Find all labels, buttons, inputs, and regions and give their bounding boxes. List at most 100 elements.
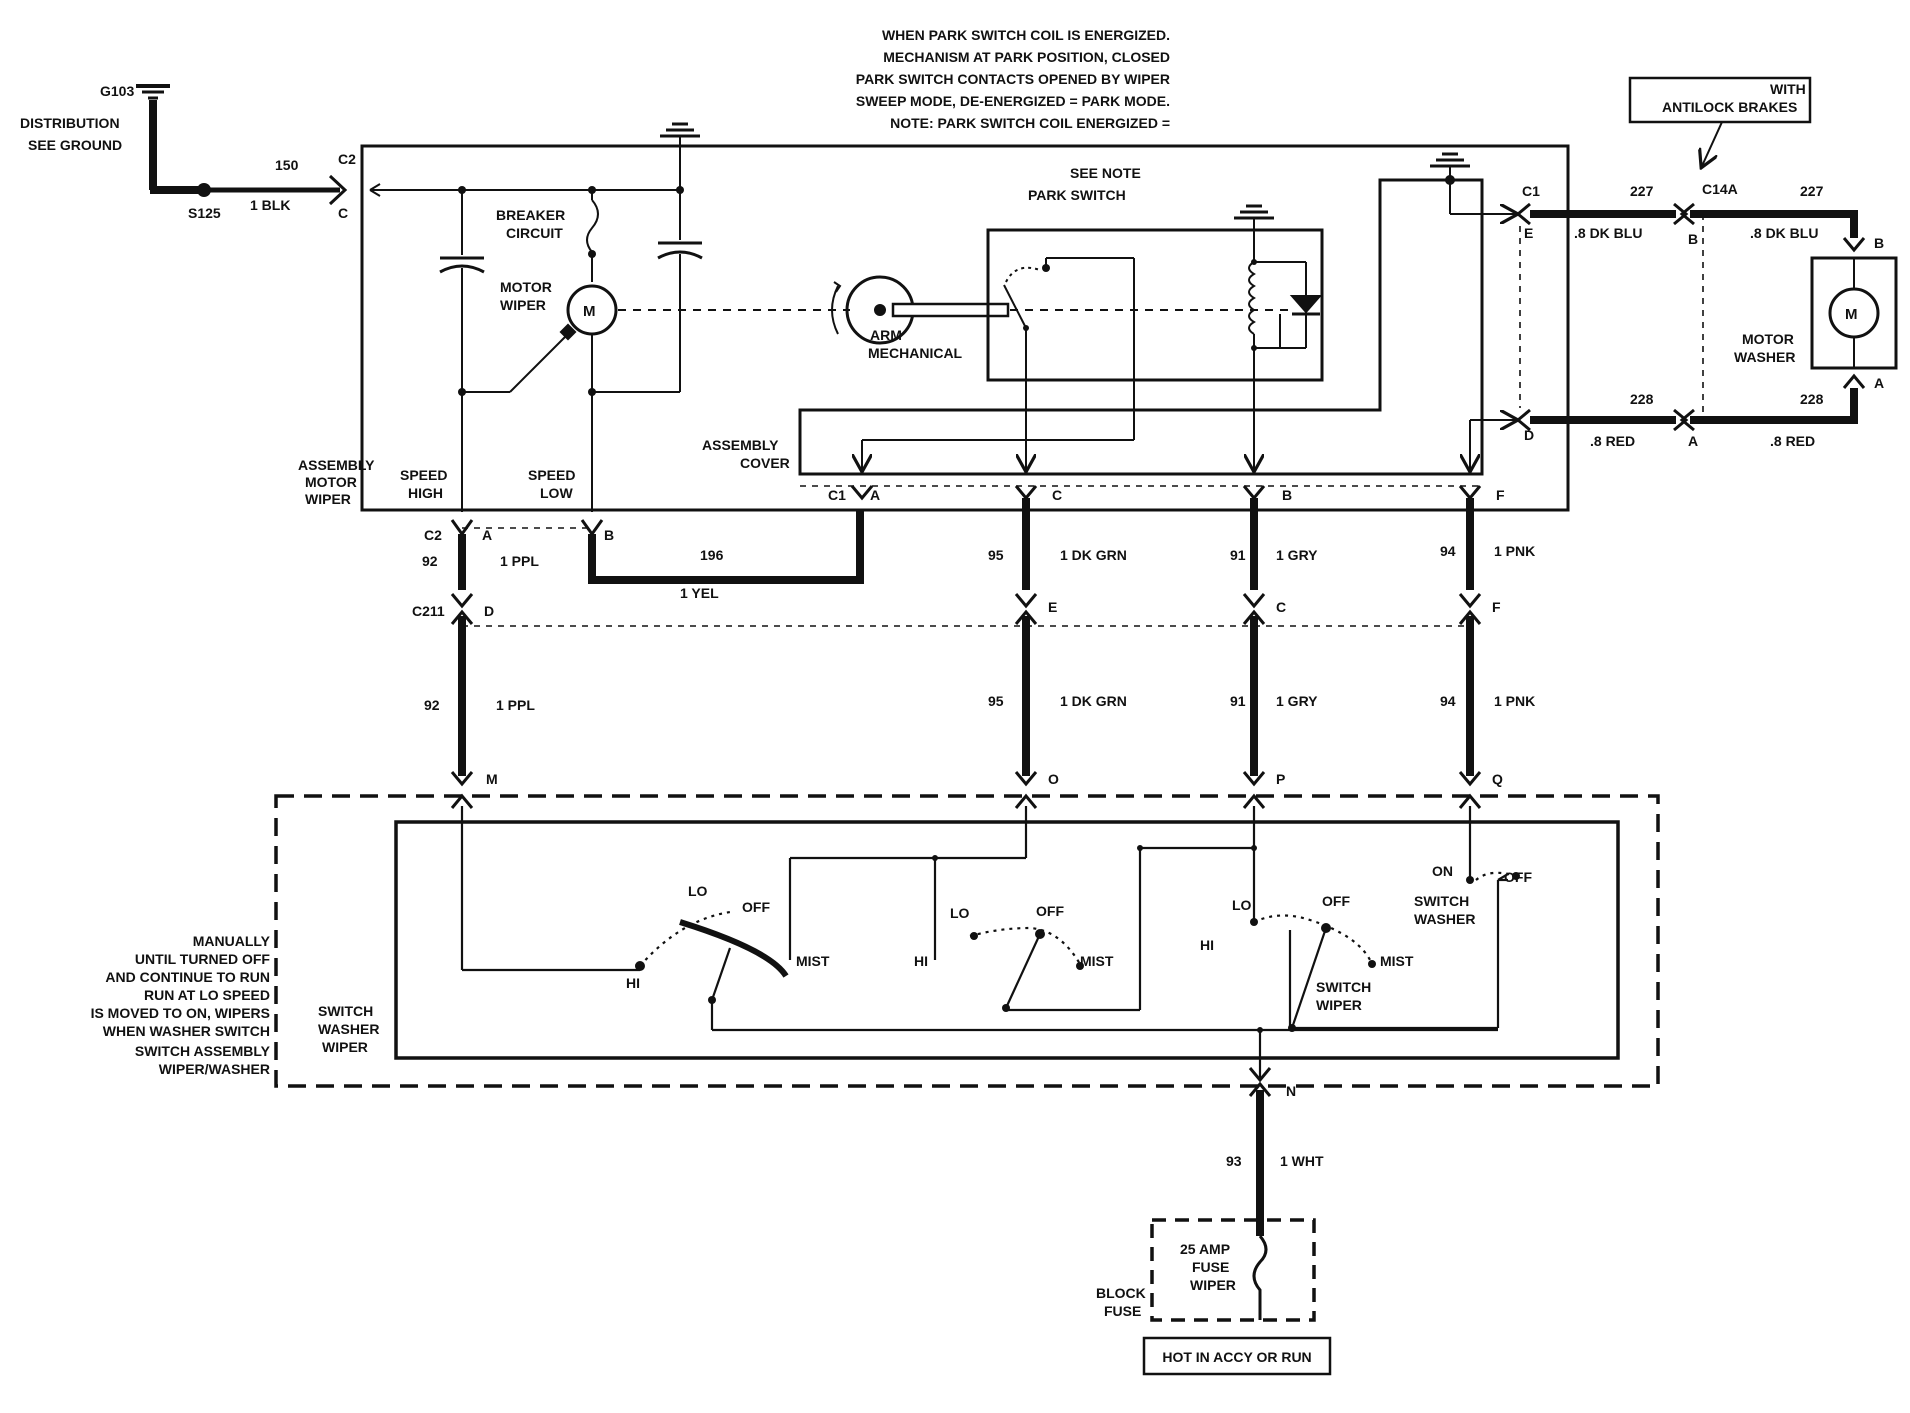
harness-wires-lower [458, 616, 1474, 776]
switch-assembly-title-2: WIPER/WASHER [159, 1061, 270, 1077]
motor-brush-icon [559, 323, 577, 341]
wiper-washer-switch-assembly-box [274, 794, 1660, 1088]
motor-internal-wiring [369, 136, 1290, 512]
switch-lo-3: LO [1232, 897, 1252, 913]
washer-motor-label-1: MOTOR [1742, 331, 1794, 347]
wire-91-circuit-upper: 91 [1230, 547, 1246, 563]
c1-pin-a: A [870, 487, 880, 503]
hot-in-accy-box [1142, 1336, 1332, 1376]
g103-label: G103 [100, 83, 134, 99]
c211-pin-c: C [1276, 599, 1286, 615]
note-line-2: SWEEP MODE, DE-ENERGIZED = PARK MODE. [856, 93, 1170, 109]
wire-94-color-upper: 1 PNK [1494, 543, 1535, 559]
wire-93-circuit: 93 [1226, 1153, 1242, 1169]
switch-off-1: OFF [742, 899, 770, 915]
switch-contacts [635, 845, 1520, 1033]
connector-c1-label: C1 [828, 487, 846, 503]
c2-pin-b: B [604, 527, 614, 543]
switch-pin-q: Q [1492, 771, 1503, 787]
wire-93-color: 1 WHT [1280, 1153, 1324, 1169]
wire-92-color-lower: 1 PPL [496, 697, 535, 713]
wiper-motor-symbol: M [583, 303, 596, 320]
mechanical-arm-icon [831, 275, 1010, 345]
connector-c2-label: C2 [424, 527, 442, 543]
wiper-fuse-icon [1252, 1235, 1268, 1320]
switch-hi-1: HI [626, 975, 640, 991]
switch-pin-m: M [486, 771, 498, 787]
wire-228-color-left: .8 RED [1590, 433, 1635, 449]
cover-assembly-box [798, 178, 1484, 476]
c14a-pin-a: A [1688, 433, 1698, 449]
wire-227-color-right: .8 DK BLU [1750, 225, 1818, 241]
antilock-label-2: ANTILOCK BRAKES [1662, 99, 1797, 115]
s125-label: S125 [188, 205, 221, 221]
c1-pin-c: C [1052, 487, 1062, 503]
wiper-motor-assembly-title-3: WIPER [305, 491, 351, 507]
ground-circuit-150: 150 [275, 157, 299, 173]
note-line-1: NOTE: PARK SWITCH COIL ENERGIZED = [890, 115, 1170, 131]
wire-227-circuit-right: 227 [1800, 183, 1824, 199]
wire-95-circuit-lower: 95 [988, 693, 1004, 709]
wiper-washer-switch-label-1: SWITCH [318, 1003, 373, 1019]
cover-assembly-label-1: ASSEMBLY [702, 437, 779, 453]
wire-91-color-lower: 1 GRY [1276, 693, 1318, 709]
wire-227-color-left: .8 DK BLU [1574, 225, 1642, 241]
note-line-3: PARK SWITCH CONTACTS OPENED BY WIPER [856, 71, 1170, 87]
mechanical-arm-label-2: MECHANICAL [868, 345, 963, 361]
wire-91-color-upper: 1 GRY [1276, 547, 1318, 563]
switch-assembly-note: MANUALLY UNTIL TURNED OFF AND CONTINUE T… [91, 933, 271, 1077]
wiper-washer-switch-label-2: WASHER [318, 1021, 379, 1037]
switch-note-6: WHEN WASHER SWITCH [103, 1023, 270, 1039]
wiper-motor-assembly-box [360, 144, 1570, 512]
wiper-motor-assembly-title-2: MOTOR [305, 474, 357, 490]
wiper-switch-label-2: WIPER [1316, 997, 1362, 1013]
hot-in-accy-label: HOT IN ACCY OR RUN [1162, 1349, 1311, 1365]
ground-g103 [136, 84, 340, 194]
wire-228-color-right: .8 RED [1770, 433, 1815, 449]
cover-assembly-label-2: COVER [740, 455, 790, 471]
low-speed-label-2: LOW [540, 485, 573, 501]
c211-pin-f: F [1492, 599, 1501, 615]
switch-off-2: OFF [1036, 903, 1064, 919]
antilock-pointer [1702, 121, 1723, 166]
park-switch-contacts [1003, 218, 1323, 380]
connector-c211-pins [450, 593, 1482, 625]
wire-94-color-lower: 1 PNK [1494, 693, 1535, 709]
ground-wire-color: 1 BLK [250, 197, 290, 213]
fuse-block-box [1150, 1218, 1316, 1322]
park-switch-ground-icon [1234, 204, 1274, 220]
wire-92-circuit-upper: 92 [422, 553, 438, 569]
washer-motor-pins [1842, 237, 1866, 389]
antilock-brakes-box [1628, 76, 1812, 124]
washer-motor-symbol: M [1845, 306, 1858, 323]
c2-pin-a: A [482, 527, 492, 543]
wire-95-color-upper: 1 DK GRN [1060, 547, 1127, 563]
fuse-block-label-2: FUSE [1104, 1303, 1141, 1319]
switch-connector-pins [450, 771, 1482, 809]
park-switch-box [986, 228, 1324, 382]
lo-contact-arc [679, 919, 789, 978]
switch-hi-3: HI [1200, 937, 1214, 953]
park-switch-label-1: PARK SWITCH [1028, 187, 1126, 203]
washer-switch-label-1: SWITCH [1414, 893, 1469, 909]
wire-92-circuit-lower: 92 [424, 697, 440, 713]
switch-pin-o: O [1048, 771, 1059, 787]
wiper-fuse-label-1: 25 AMP [1180, 1241, 1230, 1257]
switch-mist-1: MIST [796, 953, 830, 969]
switch-hi-2: HI [914, 953, 928, 969]
c1r-pin-d: D [1524, 427, 1534, 443]
washer-switch-label-2: WASHER [1414, 911, 1475, 927]
park-switch-label-2: SEE NOTE [1070, 165, 1141, 181]
fuse-block-label-1: BLOCK [1096, 1285, 1146, 1301]
wire-95-color-lower: 1 DK GRN [1060, 693, 1127, 709]
wire-196-color: 1 YEL [680, 585, 719, 601]
c1-pin-b: B [1282, 487, 1292, 503]
switch-pin-n-label: N [1286, 1083, 1296, 1099]
see-ground-label: SEE GROUND [28, 137, 122, 153]
wiper-switch-label-1: SWITCH [1316, 979, 1371, 995]
wire-92-color-upper: 1 PPL [500, 553, 539, 569]
c1-pin-f: F [1496, 487, 1505, 503]
wire-227 [1530, 210, 1858, 238]
